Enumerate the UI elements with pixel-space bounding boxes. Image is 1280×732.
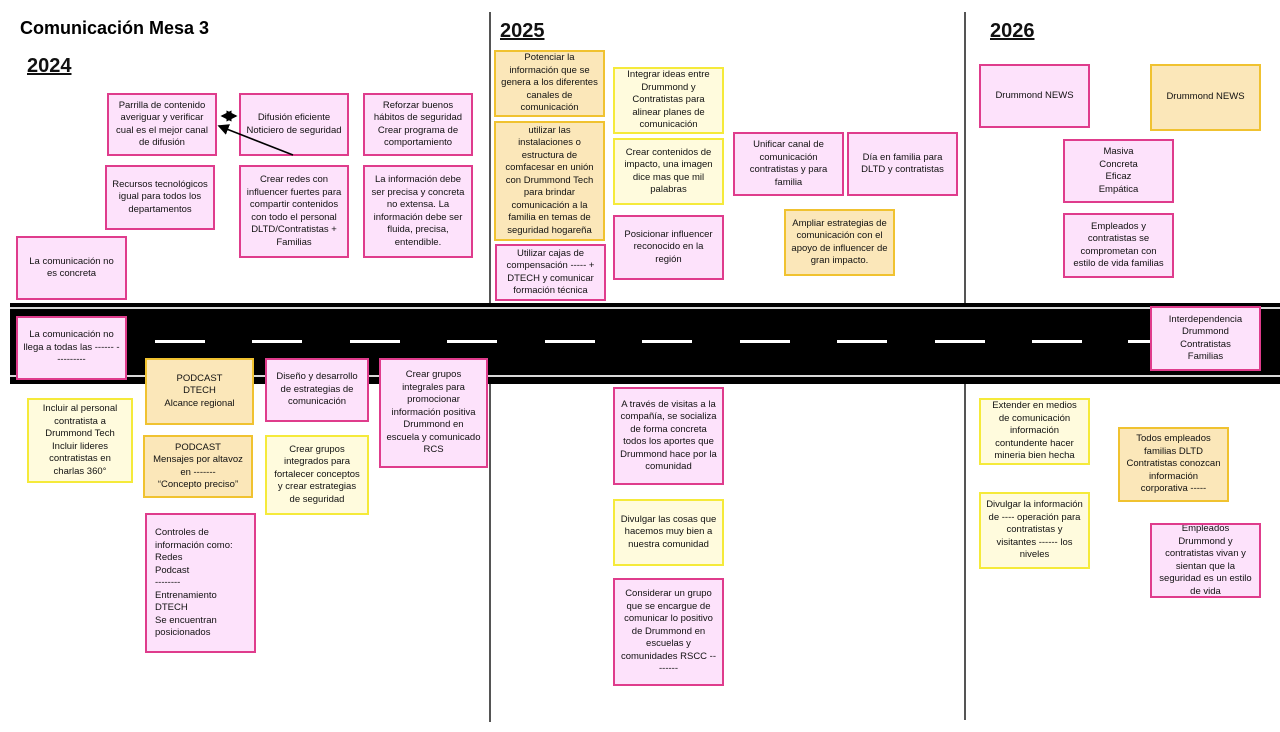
note-comunicacion-no-llega: La comunicación no llega a todas las ---… [16, 316, 127, 380]
year-2025-heading: 2025 [500, 20, 545, 42]
note-todos-empleados: Todos empleados familias DLTD Contratist… [1118, 427, 1229, 502]
note-difusion-eficiente: Difusión eficiente Noticiero de segurida… [239, 93, 349, 156]
note-interdependencia: Interdependencia Drummond Contratistas F… [1150, 306, 1261, 371]
note-parrilla-contenido: Parrilla de contenido averiguar y verifi… [107, 93, 217, 156]
note-drummond-news-2: Drummond NEWS [1150, 64, 1261, 131]
note-drummond-news-1: Drummond NEWS [979, 64, 1090, 128]
note-seguridad-estilo-vida: Empleados Drummond y contratistas vivan … [1150, 523, 1261, 598]
lane-dash [935, 340, 985, 343]
note-grupos-integrados-seguridad: Crear grupos integrados para fortalecer … [265, 435, 369, 515]
note-cajas-compensacion: Utilizar cajas de compensación ----- + D… [495, 244, 606, 301]
note-crear-redes-influencer: Crear redes con influencer fuertes para … [239, 165, 349, 258]
note-visitas-compania: A través de visitas a la compañía, se so… [613, 387, 724, 485]
lane-dash [1032, 340, 1082, 343]
note-empleados-comprometan: Empleados y contratistas se comprometan … [1063, 213, 1174, 278]
note-dia-en-familia: Día en familia para DLTD y contratistas [847, 132, 958, 196]
road-edge-bottom [10, 375, 1280, 377]
note-comunicacion-no-concreta: La comunicación no es concreta [16, 236, 127, 300]
note-contenidos-impacto: Crear contenidos de impacto, una imagen … [613, 138, 724, 205]
note-posicionar-influencer: Posicionar influencer reconocido en la r… [613, 215, 724, 280]
note-reforzar-habitos: Reforzar buenos hábitos de seguridad Cre… [363, 93, 473, 156]
note-grupo-comunicar-positivo: Considerar un grupo que se encargue de c… [613, 578, 724, 686]
note-potenciar-informacion: Potenciar la información que se genera a… [494, 50, 605, 117]
note-podcast-altavoz: PODCAST Mensajes por altavoz en ------- … [143, 435, 253, 498]
lane-dash [837, 340, 887, 343]
road-edge-top [10, 307, 1280, 309]
year-2024-heading: 2024 [27, 55, 72, 77]
note-controles-informacion: Controles de información como: Redes Pod… [145, 513, 256, 653]
lane-dash [252, 340, 302, 343]
lane-dash [350, 340, 400, 343]
note-divulgar-cosas: Divulgar las cosas que hacemos muy bien … [613, 499, 724, 566]
note-unificar-canal: Unificar canal de comunicación contratis… [733, 132, 844, 196]
note-integrar-ideas: Integrar ideas entre Drummond y Contrati… [613, 67, 724, 134]
note-podcast-alcance: PODCAST DTECH Alcance regional [145, 358, 254, 425]
note-divulgar-informacion: Divulgar la información de ---- operació… [979, 492, 1090, 569]
note-informacion-precisa: La información debe ser precisa y concre… [363, 165, 473, 258]
note-grupos-integrales: Crear grupos integrales para promocionar… [379, 358, 488, 468]
diagram-title: Comunicación Mesa 3 [20, 18, 210, 38]
note-incluir-contratistas: Incluir al personal contratista a Drummo… [27, 398, 133, 483]
arrow-redes-to-parrilla [217, 124, 294, 156]
lane-dash [642, 340, 692, 343]
year-2026-heading: 2026 [990, 20, 1035, 42]
note-diseno-estrategias: Diseño y desarrollo de estrategias de co… [265, 358, 369, 422]
lane-dash [740, 340, 790, 343]
note-extender-medios: Extender en medios de comunicación infor… [979, 398, 1090, 465]
note-recursos-tecnologicos: Recursos tecnológicos igual para todos l… [105, 165, 215, 230]
note-ampliar-estrategias: Ampliar estrategias de comunicación con … [784, 209, 895, 276]
note-masiva-concreta: Masiva Concreta Eficaz Empática [1063, 139, 1174, 203]
lane-dash [447, 340, 497, 343]
note-instalaciones-comfacesar: utilizar las instalaciones o estructura … [494, 121, 605, 241]
lane-dash [155, 340, 205, 343]
lane-dash [545, 340, 595, 343]
